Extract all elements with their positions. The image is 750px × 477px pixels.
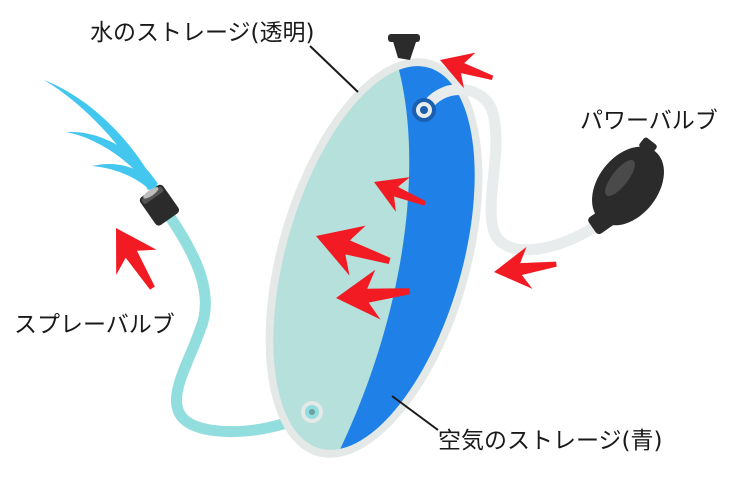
rubber-bulb-pump-icon (588, 137, 664, 235)
water-spray-icon (44, 80, 158, 192)
red-flow-arrow-icon (95, 215, 173, 301)
label-spray-bulb: スプレーバルブ (14, 312, 175, 338)
storage-bag (234, 43, 514, 473)
spray-nozzle-icon (139, 184, 180, 226)
label-air-storage: 空気のストレージ(青) (438, 428, 663, 454)
air-hose (420, 84, 602, 256)
air-chamber (330, 43, 514, 470)
leader-line-water-storage (309, 45, 359, 93)
leader-line-air-storage (391, 395, 439, 431)
water-port-icon (301, 401, 323, 423)
water-hose (162, 208, 318, 438)
label-water-storage: 水のストレージ(透明) (90, 20, 315, 46)
air-port-icon (412, 98, 436, 122)
label-power-bulb: パワーバルブ (580, 108, 718, 134)
bag-cap-icon (388, 34, 420, 60)
